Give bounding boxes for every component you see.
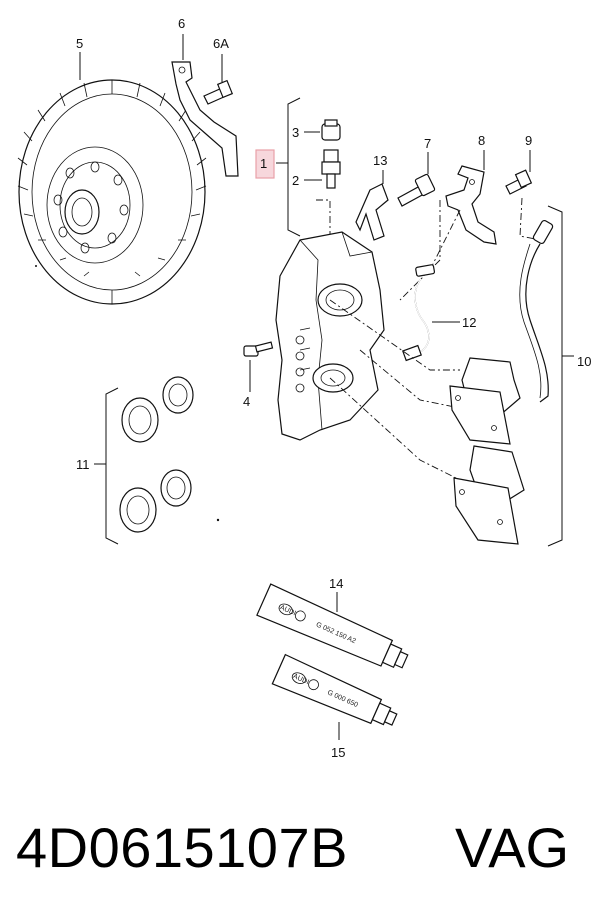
- label-15: 15: [331, 745, 345, 760]
- label-7: 7: [424, 136, 431, 151]
- part-number: 4D0615107B: [16, 816, 348, 879]
- label-3: 3: [292, 125, 299, 140]
- grease-tube-15: AUDI G 000 650: [271, 653, 398, 726]
- label-13: 13: [373, 153, 387, 168]
- brand-name: VAG: [455, 816, 570, 879]
- brake-hose: [402, 264, 436, 362]
- label-2: 2: [292, 173, 299, 188]
- grease-tube-14: AUDI G 052 150 A2: [256, 583, 409, 669]
- guide-bolt: [243, 341, 274, 357]
- retaining-spring: [355, 183, 389, 241]
- label-10: 10: [577, 354, 591, 369]
- bleeder-cap: [321, 119, 341, 141]
- label-9: 9: [525, 133, 532, 148]
- label-4: 4: [243, 394, 250, 409]
- brake-assembly-drawing: 5 6 6A 1 3 2 13 7: [17, 16, 591, 760]
- brake-caliper: [275, 231, 385, 441]
- highlight-box: [255, 149, 275, 179]
- sensor-bracket: [445, 165, 497, 245]
- bleeder-valve: [321, 149, 341, 189]
- label-12: 12: [462, 315, 476, 330]
- label-5: 5: [76, 36, 83, 51]
- seal-kit: [119, 376, 194, 533]
- brake-pad-upper: [449, 357, 521, 445]
- label-14: 14: [329, 576, 343, 591]
- splash-shield: [171, 61, 239, 177]
- brake-disc: [17, 79, 207, 305]
- label-6a: 6A: [213, 36, 229, 51]
- footer: 4D0615107B VAG: [0, 808, 600, 898]
- label-1: 1: [260, 156, 267, 171]
- label-8: 8: [478, 133, 485, 148]
- brake-pad-lower: [453, 445, 525, 545]
- bolt-6a: [203, 79, 234, 105]
- bolt-9: [505, 169, 533, 195]
- bolt-7: [397, 173, 436, 207]
- label-6: 6: [178, 16, 185, 31]
- wear-sensor: [519, 219, 554, 403]
- label-11: 11: [76, 457, 90, 472]
